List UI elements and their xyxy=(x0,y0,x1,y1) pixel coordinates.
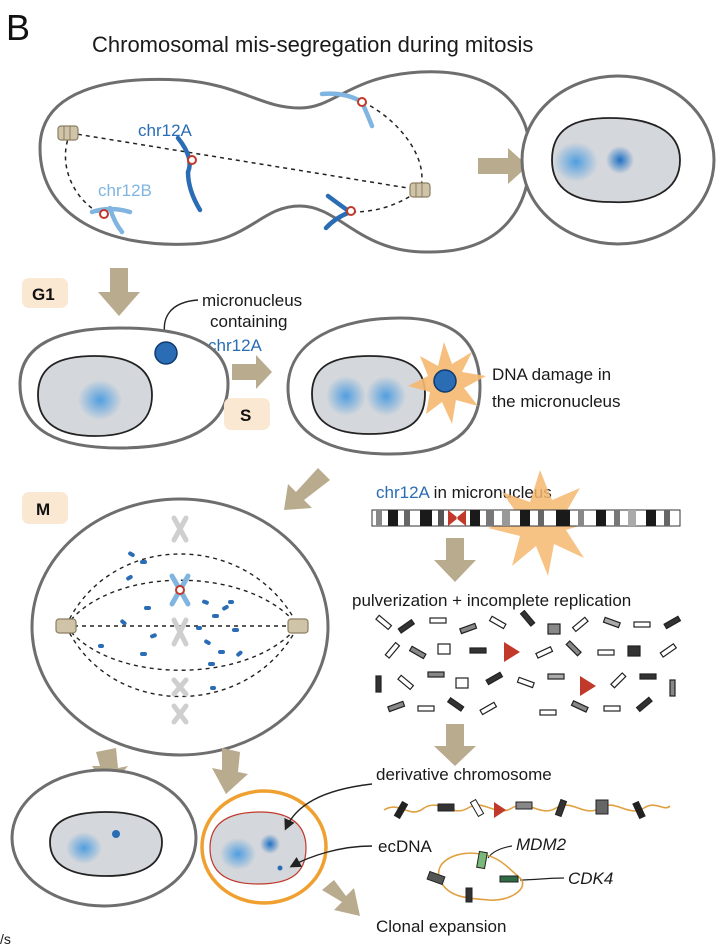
arrow-down xyxy=(98,268,140,316)
stage-label-g1: G1 xyxy=(32,285,55,304)
banded-chromosome xyxy=(371,509,681,527)
dividing-cell: chr12A chr12B xyxy=(38,70,532,254)
chromosome-fragments xyxy=(98,551,243,690)
arrow-down xyxy=(212,748,248,794)
arrow-diagonal xyxy=(322,880,360,916)
chr12b-label: chr12B xyxy=(98,181,152,200)
daughter-cell xyxy=(10,768,198,908)
centrosome-icon xyxy=(57,125,79,141)
centromere-marker xyxy=(99,209,109,219)
centromere-marker xyxy=(187,155,197,165)
figure-title: Chromosomal mis-segregation during mitos… xyxy=(92,32,533,57)
stage-label-s: S xyxy=(240,406,251,425)
metaphase-chromosome xyxy=(171,515,189,725)
cdk4-gene xyxy=(499,875,519,883)
stage-badge-m xyxy=(22,492,68,524)
expanding-daughter-cell xyxy=(200,789,328,905)
corner-text-fragment: /s xyxy=(0,931,11,946)
chr12b-chromosome xyxy=(89,205,133,235)
arrow-right xyxy=(232,355,272,389)
spindle-line xyxy=(69,132,421,191)
damage-label: DNA damage in the micronucleus xyxy=(492,365,621,411)
centrosome-icon xyxy=(409,182,431,198)
spindle-line xyxy=(65,579,299,627)
pointer-line xyxy=(519,877,565,881)
mdm2-gene xyxy=(476,850,488,870)
arrow-down xyxy=(434,724,476,766)
arrow-diagonal xyxy=(284,468,330,510)
arrow-right xyxy=(478,148,528,184)
micronucleus xyxy=(433,369,457,393)
pulverized-fragments xyxy=(375,609,682,716)
daughter-cell xyxy=(520,74,716,246)
ecdna-circle xyxy=(426,850,524,903)
ecdna-label: ecDNA xyxy=(378,837,433,856)
centrosome-icon xyxy=(287,618,309,634)
centrosome-icon xyxy=(55,618,77,634)
micronucleus-label: micronucleus containing xyxy=(202,291,307,331)
s-cell xyxy=(286,316,486,456)
arrow-down xyxy=(434,538,476,582)
stage-badge-s xyxy=(224,398,270,430)
pulverization-label: pulverization + incomplete replication xyxy=(352,591,631,610)
clonal-expansion-label: Clonal expansion xyxy=(376,917,506,936)
spindle-line xyxy=(65,625,299,671)
centromere-marker xyxy=(175,585,185,595)
derivative-chromosome xyxy=(383,798,671,820)
pointer-line xyxy=(284,783,373,831)
cdk4-label: CDK4 xyxy=(568,869,613,888)
pointer-line xyxy=(289,845,373,868)
micronucleus-chr-label: chr12A xyxy=(208,336,263,355)
stage-label-m: M xyxy=(36,500,50,519)
chr12a-label: chr12A xyxy=(138,121,193,140)
centromere-marker xyxy=(346,206,356,216)
chr12a-in-micronucleus-label: chr12A in micronucleus xyxy=(376,483,552,502)
centromere-marker xyxy=(357,97,367,107)
chr12a-chromosome xyxy=(175,135,203,213)
g1-cell xyxy=(18,326,230,450)
panel-letter: B xyxy=(6,7,30,48)
micronucleus xyxy=(154,341,178,365)
stage-badge-g1 xyxy=(22,278,68,308)
mdm2-label: MDM2 xyxy=(516,835,567,854)
derivative-label: derivative chromosome xyxy=(376,765,552,784)
mitotic-cell xyxy=(30,497,330,757)
dividing-cell-membrane xyxy=(38,70,532,254)
